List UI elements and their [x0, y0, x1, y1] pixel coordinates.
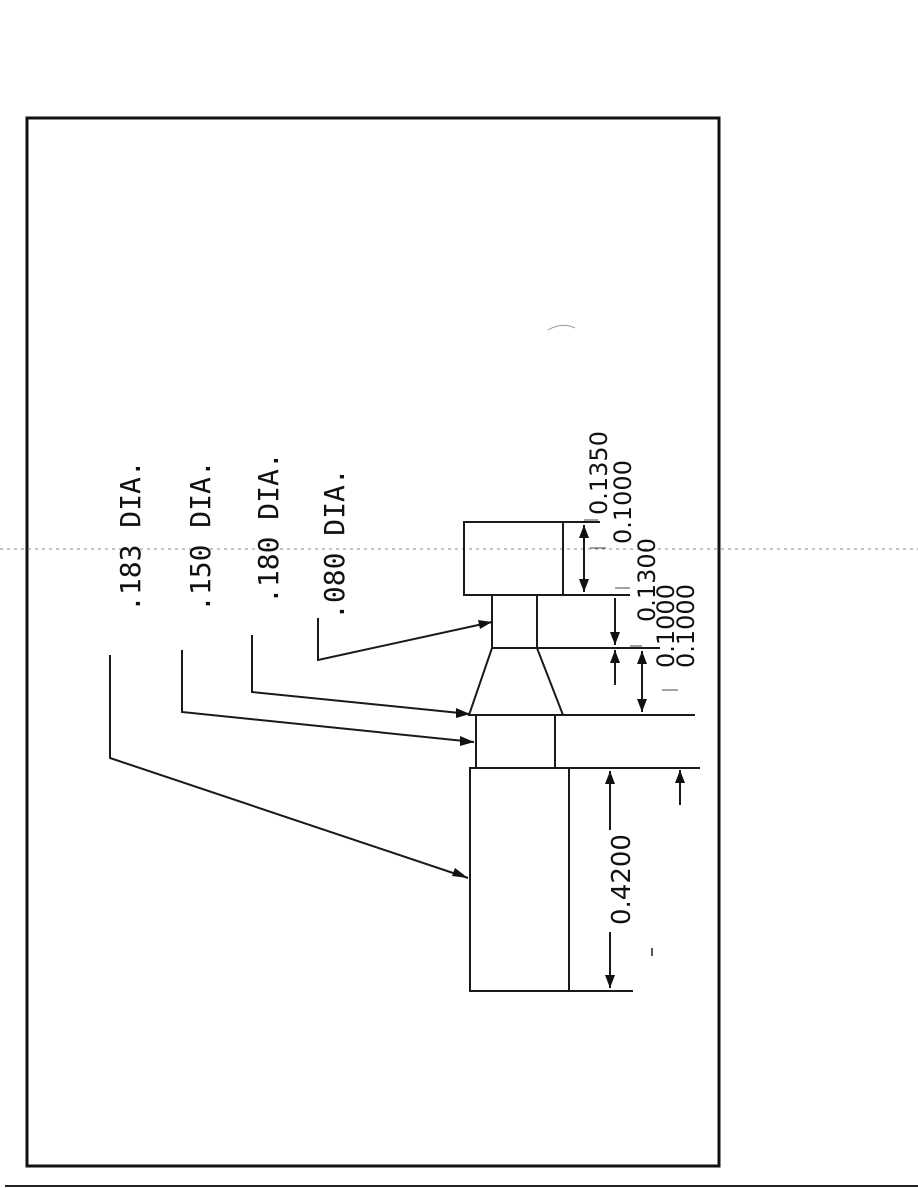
leader-150 — [181, 650, 475, 743]
callout-dia-180: .180 DIA. — [252, 452, 285, 604]
body-section — [469, 767, 570, 992]
part-outline — [463, 521, 570, 992]
dimension-0-1300: 0.1300 — [633, 538, 661, 622]
taper-section — [467, 647, 565, 716]
dimension-0-1000-neck: 0.1000 — [652, 584, 680, 668]
scan-speck — [547, 324, 576, 331]
leader-183 — [109, 655, 469, 879]
dimension-0-1000-head: 0.1000 — [609, 460, 637, 544]
head-block — [463, 521, 564, 596]
leader-080 — [317, 618, 493, 662]
extension-lines — [537, 521, 700, 992]
leader-lines — [109, 618, 493, 879]
leader-180-arrow — [456, 708, 470, 718]
dimension-lines — [579, 519, 685, 988]
leader-183-arrow — [452, 868, 468, 878]
leader-150-arrow — [460, 736, 474, 746]
drawing-frame — [25, 116, 721, 1168]
leader-080-arrow — [478, 620, 492, 629]
leader-180 — [251, 635, 471, 715]
dimension-0-1000-shank: 0.1000 — [672, 584, 700, 668]
shank-section — [475, 714, 556, 769]
callout-dia-183: .183 DIA. — [114, 460, 147, 612]
dimension-0-4200: 0.4200 — [607, 834, 637, 925]
callout-dia-150: .150 DIA. — [184, 460, 217, 612]
dimension-0-1350: 0.1350 — [585, 431, 613, 515]
callout-dia-080: .080 DIA. — [318, 468, 351, 620]
neck-section — [491, 594, 538, 649]
